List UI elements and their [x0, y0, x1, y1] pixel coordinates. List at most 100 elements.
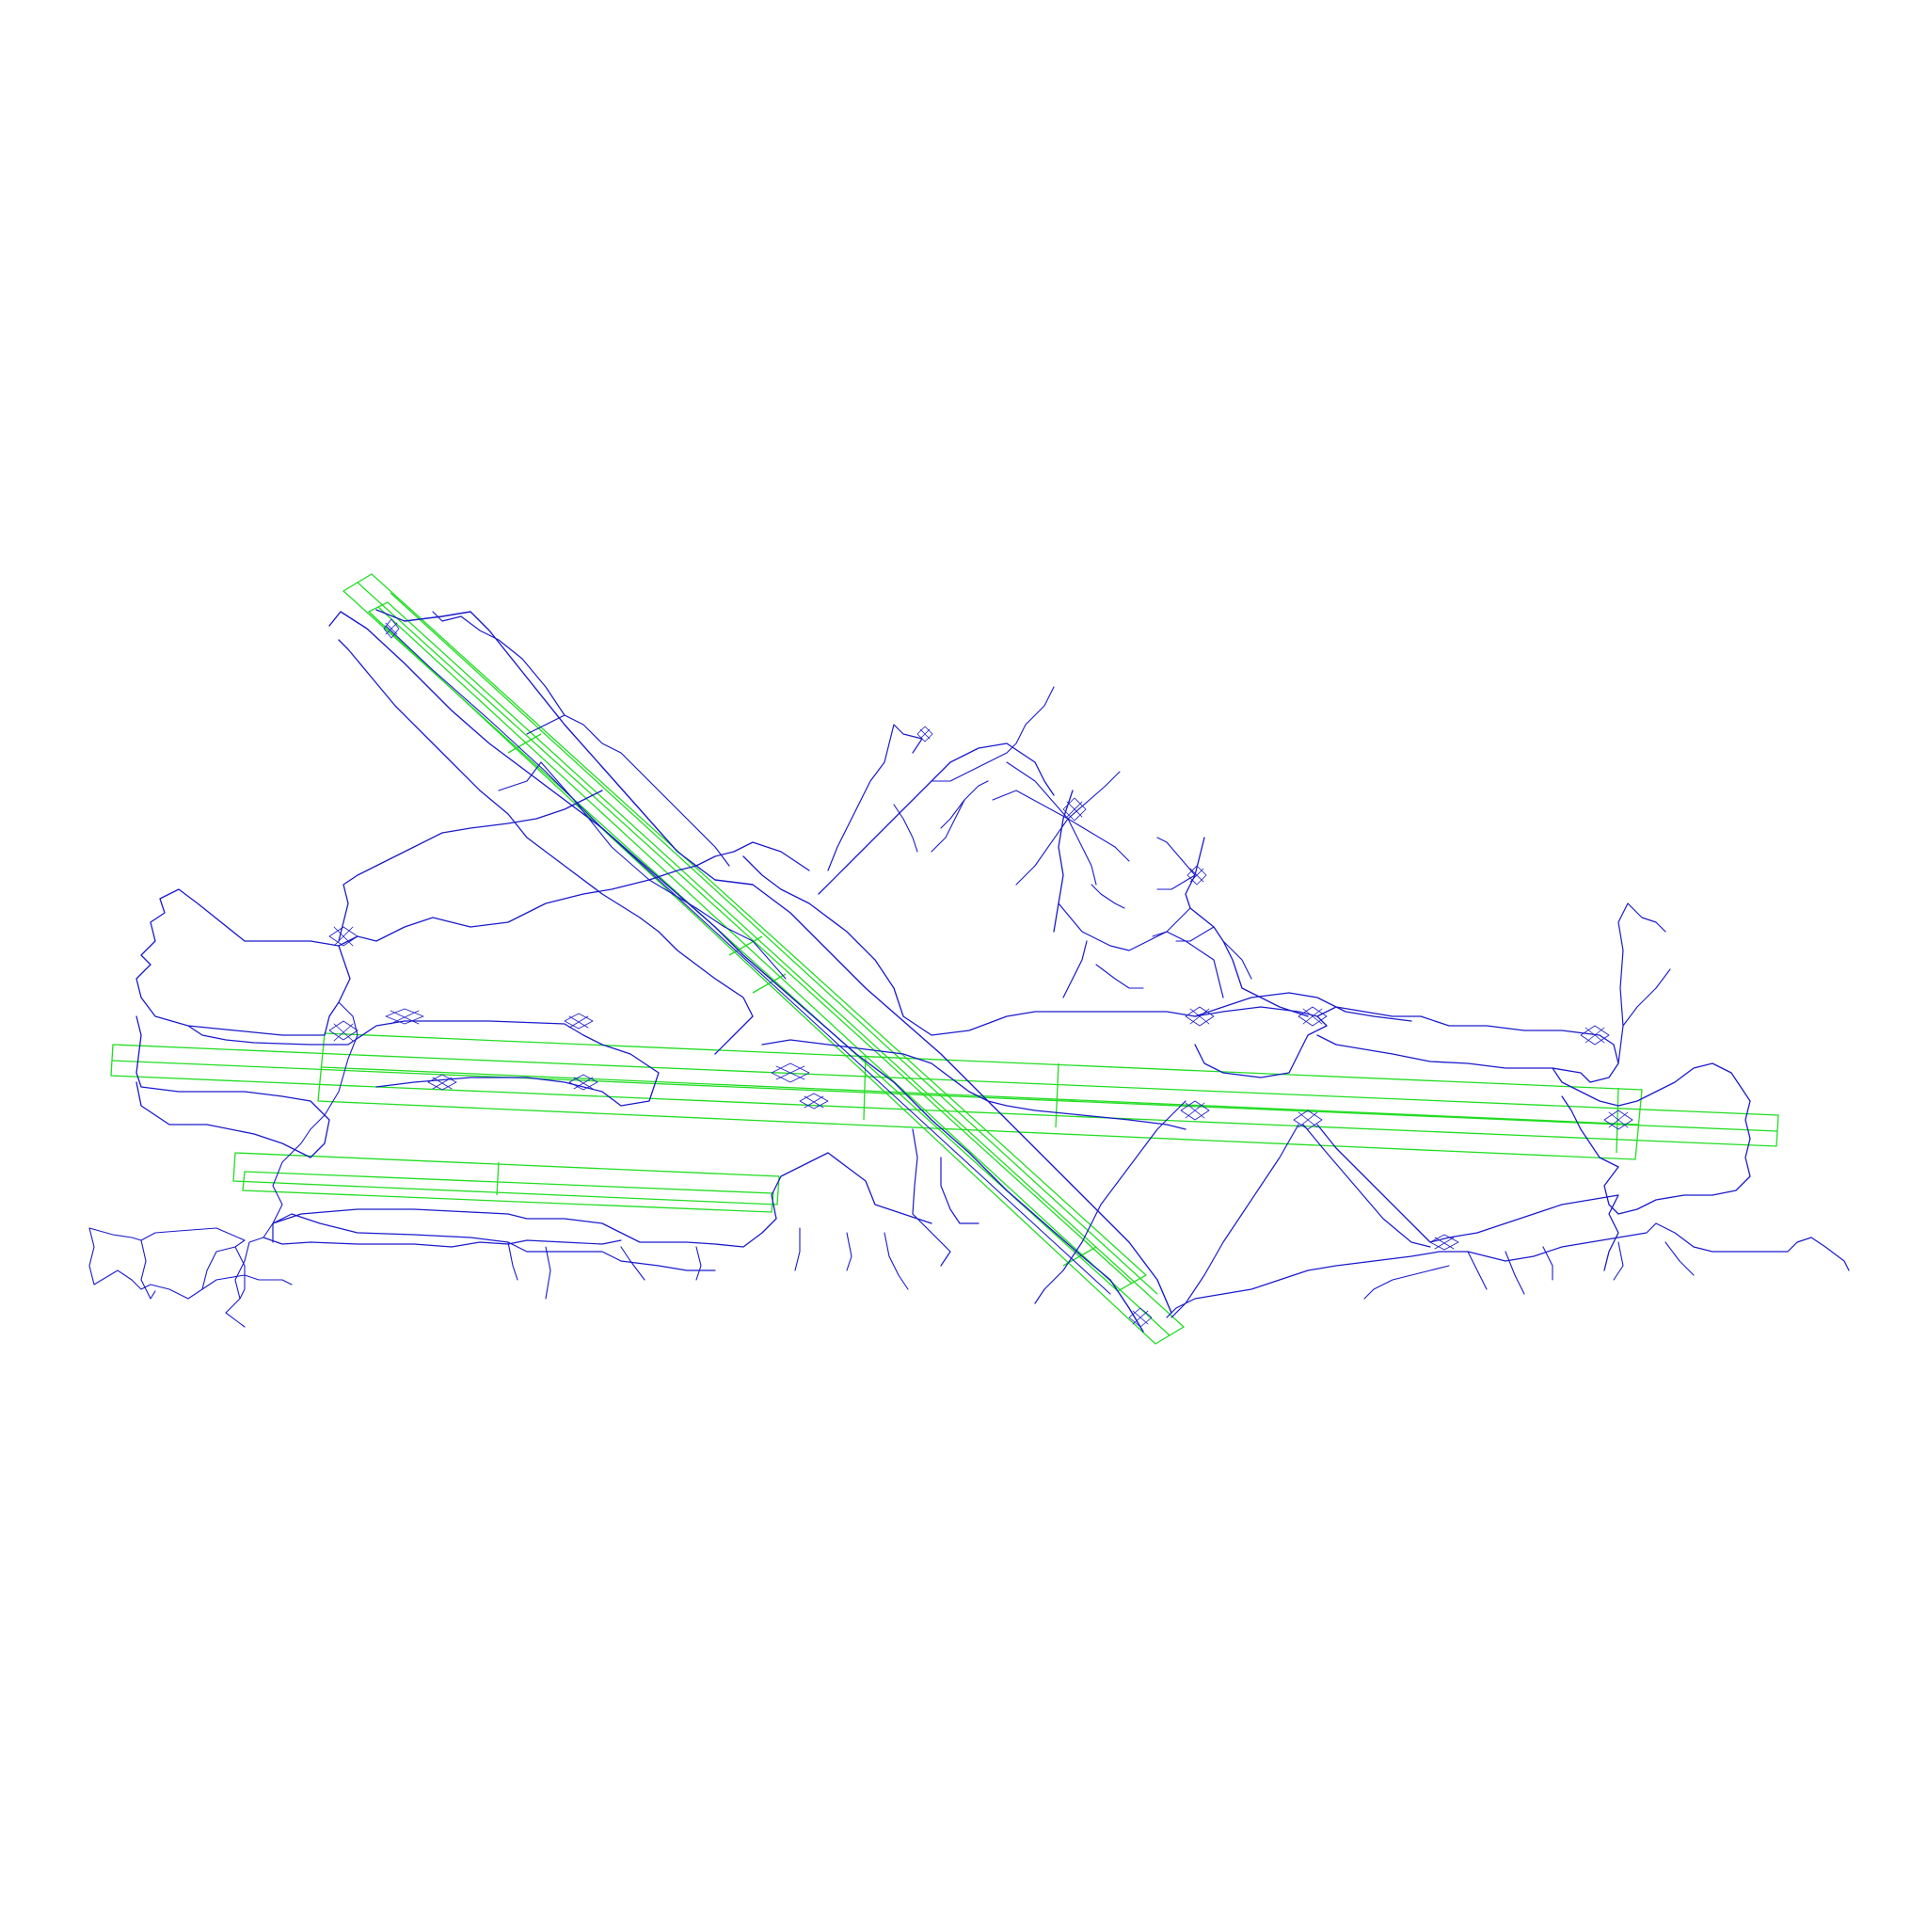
junction-cluster-17 — [427, 1074, 457, 1091]
taxiway-south-spur-2 — [846, 1232, 852, 1271]
taxiway-ne-cluster-trunk — [1185, 837, 1309, 1017]
taxiway-diagonal-mid — [385, 625, 1111, 1295]
taxiway-east-loop-2 — [1316, 1006, 1619, 1083]
taxiway-south-spur-12 — [1664, 1241, 1695, 1276]
taxiway-north-hub-spur-2 — [1091, 884, 1125, 909]
taxiway-south-spur-3 — [884, 1232, 909, 1290]
taxiway-central-east-diag — [1171, 1124, 1299, 1318]
taxiway-east-loop-1 — [1194, 1006, 1328, 1078]
junction-clusters — [328, 618, 1633, 1328]
taxiway-nw-return — [526, 714, 730, 867]
runway-diagonal-centerline-2 — [377, 606, 1171, 1336]
taxiway-west-loop-2 — [135, 1015, 330, 1158]
runway-short-left — [232, 1152, 780, 1206]
taxiway-east-mast-spur — [1622, 968, 1671, 1027]
junction-cluster-19 — [1128, 1307, 1153, 1328]
junction-cluster-2 — [328, 1020, 358, 1042]
taxiway-south-spur-10 — [1542, 1246, 1553, 1281]
taxiway-east-south — [1166, 1251, 1469, 1318]
runway-horizontal-main-center — [111, 1060, 1778, 1132]
taxiway-ne-cluster-spoke-5 — [1222, 940, 1252, 980]
taxiway-north-branches-1 — [940, 780, 989, 829]
runway-outlines — [110, 573, 1779, 1345]
taxiway-far-west-spur — [140, 1239, 156, 1300]
taxiway-north-branches-2 — [893, 804, 918, 853]
junction-cluster-16 — [916, 726, 933, 742]
junction-cluster-8 — [1185, 1006, 1215, 1027]
runway-horizontal-divider-1 — [863, 1055, 867, 1121]
taxiway-north-hub-trunk — [1053, 790, 1074, 933]
junction-cluster-18 — [1429, 1234, 1459, 1251]
taxiway-central-lower-2 — [940, 1157, 979, 1224]
junction-cluster-11 — [1293, 1110, 1323, 1130]
taxiway-west-upper — [338, 841, 810, 947]
taxiway-diagonal-west — [328, 611, 1144, 1333]
taxiway-north-hub-lower — [1058, 902, 1224, 998]
taxiway-west-south — [272, 1152, 932, 1248]
taxiway-ne-cluster-spoke-4 — [1175, 926, 1215, 942]
junction-cluster-20 — [383, 618, 400, 639]
junction-cluster-6 — [771, 1062, 810, 1083]
taxiway-south-spur-7 — [695, 1246, 702, 1281]
taxiway-south-spur-8 — [1467, 1251, 1488, 1290]
taxiway-south-row — [263, 1237, 622, 1248]
taxiway-ne-cluster-spoke-3 — [1152, 907, 1191, 937]
taxiway-south-spur-6 — [620, 1246, 645, 1281]
runway-diagonal-centerline-1 — [357, 582, 1133, 1285]
taxiway-far-west-spur-3 — [234, 1246, 246, 1300]
taxiway-diagonal-outer — [498, 761, 787, 980]
junction-cluster-12 — [1580, 1025, 1610, 1046]
runway-horizontal-secondary-center — [321, 1066, 1640, 1126]
taxiway-central-southeast — [1034, 1100, 1186, 1304]
taxiway-south-spur-1 — [794, 1227, 801, 1271]
runway-diagonal-b — [367, 601, 1186, 1345]
runway-diagonal-centerline-3 — [390, 592, 1158, 1295]
taxiway-north-hub-spoke-4 — [1067, 818, 1130, 862]
taxiway-far-west — [88, 1227, 246, 1300]
runway-horizontal-secondary — [317, 1032, 1643, 1160]
taxiway-ne-cluster-spoke-2 — [1156, 874, 1196, 890]
taxiway-north-center-2 — [818, 742, 1055, 895]
taxiway-central-lower — [912, 1128, 951, 1267]
taxiway-west-connector — [225, 1001, 358, 1328]
taxiway-south-spur-11 — [1613, 1241, 1624, 1281]
runway-diagonal-divider-1 — [507, 733, 542, 754]
taxiway-north-branches-3 — [931, 799, 965, 853]
junction-cluster-14 — [1062, 797, 1087, 822]
taxiway-north-center-3 — [827, 724, 923, 871]
taxiway-east-diag-right — [1302, 1124, 1431, 1248]
taxiway-north-hub-spur-3 — [1095, 964, 1144, 989]
taxiway-nw-arm — [338, 639, 754, 1055]
junction-cluster-3 — [385, 1008, 424, 1025]
taxiway-west-loop-1 — [135, 888, 351, 1036]
runway-short-left-inner — [242, 1171, 774, 1213]
runway-diagonal-divider-3 — [752, 973, 787, 994]
taxiway-north-center-4 — [931, 686, 1055, 782]
junction-cluster-1 — [328, 926, 358, 947]
taxiway-north-hub-spoke-2 — [1006, 761, 1069, 820]
runway-short-left-divider — [496, 1161, 500, 1196]
taxiway-network — [88, 609, 1850, 1333]
taxiway-east-lower — [1316, 1124, 1619, 1271]
taxiway-north-center-1 — [742, 855, 1412, 1036]
junction-cluster-5 — [568, 1074, 598, 1091]
taxiway-south-spur-5 — [545, 1246, 551, 1300]
runway-horizontal-divider-2 — [1055, 1062, 1059, 1128]
taxiway-ne-cluster-spoke-1 — [1156, 837, 1196, 876]
junction-cluster-9 — [1298, 1006, 1328, 1027]
taxiway-central-apron — [761, 1039, 1186, 1130]
junction-cluster-10 — [1180, 1100, 1210, 1121]
junction-cluster-13 — [1603, 1110, 1633, 1130]
taxiway-nw-apron — [338, 790, 603, 942]
taxiway-north-hub-spoke-6 — [1015, 818, 1069, 886]
taxiway-east-mast — [1617, 902, 1666, 1064]
taxiway-diagonal-east — [375, 609, 1172, 1314]
junction-cluster-15 — [1186, 865, 1207, 886]
junction-cluster-7 — [799, 1093, 829, 1110]
taxiway-south-spur-9 — [1505, 1251, 1525, 1295]
taxiway-north-hub-east — [1062, 940, 1088, 998]
taxiway-east-south-2 — [1467, 1222, 1850, 1271]
junction-cluster-4 — [564, 1013, 594, 1030]
